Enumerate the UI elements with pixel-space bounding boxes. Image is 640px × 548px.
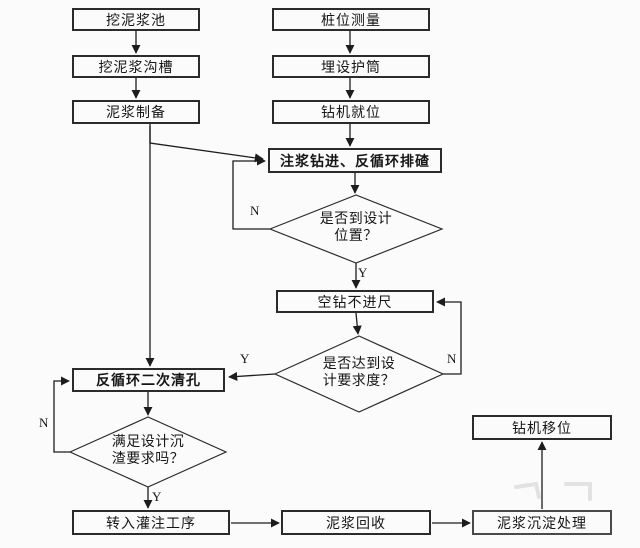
arrow-decision3-no-loop <box>53 376 70 453</box>
branch-label-no-decision1: N <box>250 203 260 218</box>
flow-node-pile-position-survey: 桩位测量 <box>272 8 430 31</box>
branch-label-no-decision2: N <box>447 351 457 366</box>
flow-decision-meet-design-requirement-label: 是否达到设计要求度？ <box>322 357 396 389</box>
arrow-idle-to-decision2 <box>352 312 362 335</box>
branch-label-yes-decision2: Y <box>240 351 250 366</box>
branch-label-yes-decision1: Y <box>358 265 368 280</box>
flow-decision-reach-design-position-label: 是否到设计位置？ <box>319 212 393 244</box>
flow-decision-sediment-requirement-label: 满足设计沉渣要求吗？ <box>111 435 185 467</box>
flow-node-drill-rig-relocation: 钻机移位 <box>472 415 612 440</box>
flow-node-mud-recovery: 泥浆回收 <box>281 510 431 535</box>
arrow-decision2-yes <box>228 371 276 382</box>
flow-node-dig-mud-trench: 挖泥浆沟槽 <box>72 55 200 78</box>
arrow-preparation-to-grout-drilling <box>149 126 264 163</box>
flow-node-dig-mud-pool: 挖泥浆池 <box>72 8 200 31</box>
flow-node-drill-rig-in-place: 钻机就位 <box>272 100 430 124</box>
flow-node-reverse-circulation-second-cleaning: 反循环二次清孔 <box>72 368 225 392</box>
flow-node-mud-sedimentation-treatment: 泥浆沉淀处理 <box>472 510 612 535</box>
flow-node-install-casing: 埋设护筒 <box>272 55 430 78</box>
flow-node-grout-drilling-reverse-circulation: 注浆钻进、反循环排碴 <box>268 148 442 173</box>
flow-node-transfer-to-pouring: 转入灌注工序 <box>72 510 230 535</box>
flow-node-idle-drilling-no-advance: 空钻不进尺 <box>276 290 434 313</box>
flow-node-mud-preparation: 泥浆制备 <box>72 100 200 124</box>
branch-label-no-decision3: N <box>39 415 49 430</box>
branch-label-yes-decision3: Y <box>152 489 162 504</box>
